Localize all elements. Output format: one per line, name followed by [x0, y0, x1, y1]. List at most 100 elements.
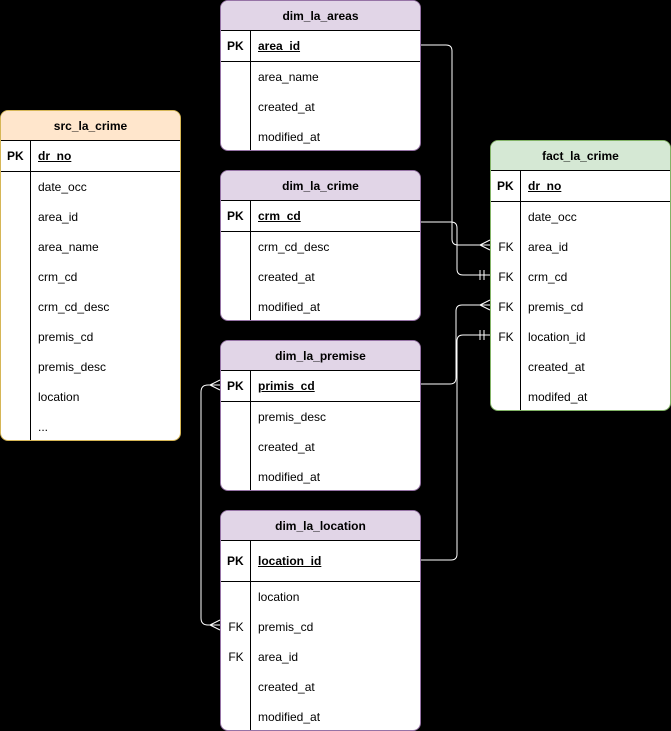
field-row[interactable]: ... [1, 412, 180, 440]
crowfoot-fact-area-id-icon [479, 239, 491, 251]
field-name: premis_cd [528, 300, 584, 314]
field-row[interactable]: created_at [221, 262, 420, 292]
field-name: created_at [258, 100, 315, 114]
field-row[interactable]: premis_desc [221, 402, 420, 432]
field-row[interactable]: created_at [221, 672, 420, 702]
field-key-label: FK [498, 270, 514, 284]
pk-label: PK [221, 31, 251, 61]
field-name: created_at [258, 270, 315, 284]
field-row[interactable]: FK premis_cd [491, 292, 670, 322]
crowfoot-fact-premis-cd-icon [479, 299, 491, 311]
primary-key-row[interactable]: PK area_id [221, 31, 420, 62]
connector-area-id [421, 44, 490, 246]
field-row[interactable]: premis_desc [1, 352, 180, 382]
field-row[interactable]: location [1, 382, 180, 412]
field-name: crm_cd [38, 270, 78, 284]
field-row[interactable]: premis_cd [1, 322, 180, 352]
field-row[interactable]: modifed_at [491, 382, 670, 410]
field-key-label: FK [228, 650, 244, 664]
crowfoot-location-premis-cd-icon [209, 619, 221, 631]
one-mark-fact-crm-cd-icon [479, 270, 485, 280]
field-name: modifed_at [528, 390, 588, 404]
field-key-label: FK [498, 330, 514, 344]
pk-label: PK [221, 201, 251, 231]
field-row[interactable]: modified_at [221, 462, 420, 490]
field-name: location [38, 390, 80, 404]
field-row[interactable]: modified_at [221, 292, 420, 320]
pk-column-name: dr_no [528, 179, 562, 193]
field-row[interactable]: area_id [1, 202, 180, 232]
field-list: crm_cd_desc created_at modified_at [221, 232, 420, 320]
field-name: premis_cd [258, 620, 314, 634]
field-name: premis_desc [258, 410, 327, 424]
field-row[interactable]: location [221, 582, 420, 612]
field-name: area_name [258, 70, 319, 84]
connector-location-premis-cd [200, 384, 220, 626]
connector-location-id [421, 334, 490, 561]
field-row[interactable]: created_at [221, 92, 420, 122]
field-row[interactable]: area_name [1, 232, 180, 262]
field-name: premis_desc [38, 360, 107, 374]
pk-column-name: primis_cd [258, 379, 315, 393]
field-row[interactable]: modified_at [221, 122, 420, 150]
field-row[interactable]: FK crm_cd [491, 262, 670, 292]
crowfoot-premise-pk-icon [209, 379, 221, 391]
table-title: src_la_crime [1, 111, 180, 141]
field-row[interactable]: date_occ [1, 172, 180, 202]
field-name: created_at [258, 680, 315, 694]
field-row[interactable]: area_name [221, 62, 420, 92]
field-name: created_at [258, 440, 315, 454]
field-list: date_occ area_id area_name crm_cd crm_cd_des… [1, 172, 180, 440]
field-row[interactable]: FK premis_cd [221, 612, 420, 642]
field-key-label: FK [228, 620, 244, 634]
table-title: dim_la_premise [221, 341, 420, 371]
field-key-label: FK [498, 240, 514, 254]
field-key-label: FK [498, 300, 514, 314]
one-mark-fact-location-id-icon [479, 330, 485, 340]
field-name: location [258, 590, 300, 604]
field-name: crm_cd_desc [38, 300, 110, 314]
field-name: modified_at [258, 710, 321, 724]
field-name: modified_at [258, 130, 321, 144]
field-name: area_name [38, 240, 99, 254]
table-title: dim_la_crime [221, 171, 420, 201]
field-list: area_name created_at modified_at [221, 62, 420, 150]
pk-label: PK [491, 171, 521, 201]
field-list: premis_desc created_at modified_at [221, 402, 420, 490]
table-title: dim_la_areas [221, 1, 420, 31]
field-row[interactable]: crm_cd [1, 262, 180, 292]
pk-column-name: area_id [258, 39, 301, 53]
field-name: ... [38, 420, 49, 434]
field-name: modified_at [258, 470, 321, 484]
field-row[interactable]: modified_at [221, 702, 420, 730]
field-name: crm_cd_desc [258, 240, 330, 254]
primary-key-row[interactable]: PK primis_cd [221, 371, 420, 402]
field-row[interactable]: created_at [491, 352, 670, 382]
pk-column-name: location_id [258, 554, 322, 568]
field-row[interactable]: created_at [221, 432, 420, 462]
field-name: area_id [528, 240, 569, 254]
field-row[interactable]: FK area_id [491, 232, 670, 262]
pk-column-name: dr_no [38, 149, 72, 163]
field-name: date_occ [38, 180, 87, 194]
field-row[interactable]: crm_cd_desc [1, 292, 180, 322]
primary-key-row[interactable]: PK dr_no [491, 171, 670, 202]
field-name: crm_cd [528, 270, 568, 284]
field-row[interactable]: date_occ [491, 202, 670, 232]
field-row[interactable]: crm_cd_desc [221, 232, 420, 262]
field-name: area_id [38, 210, 79, 224]
pk-label: PK [221, 371, 251, 401]
